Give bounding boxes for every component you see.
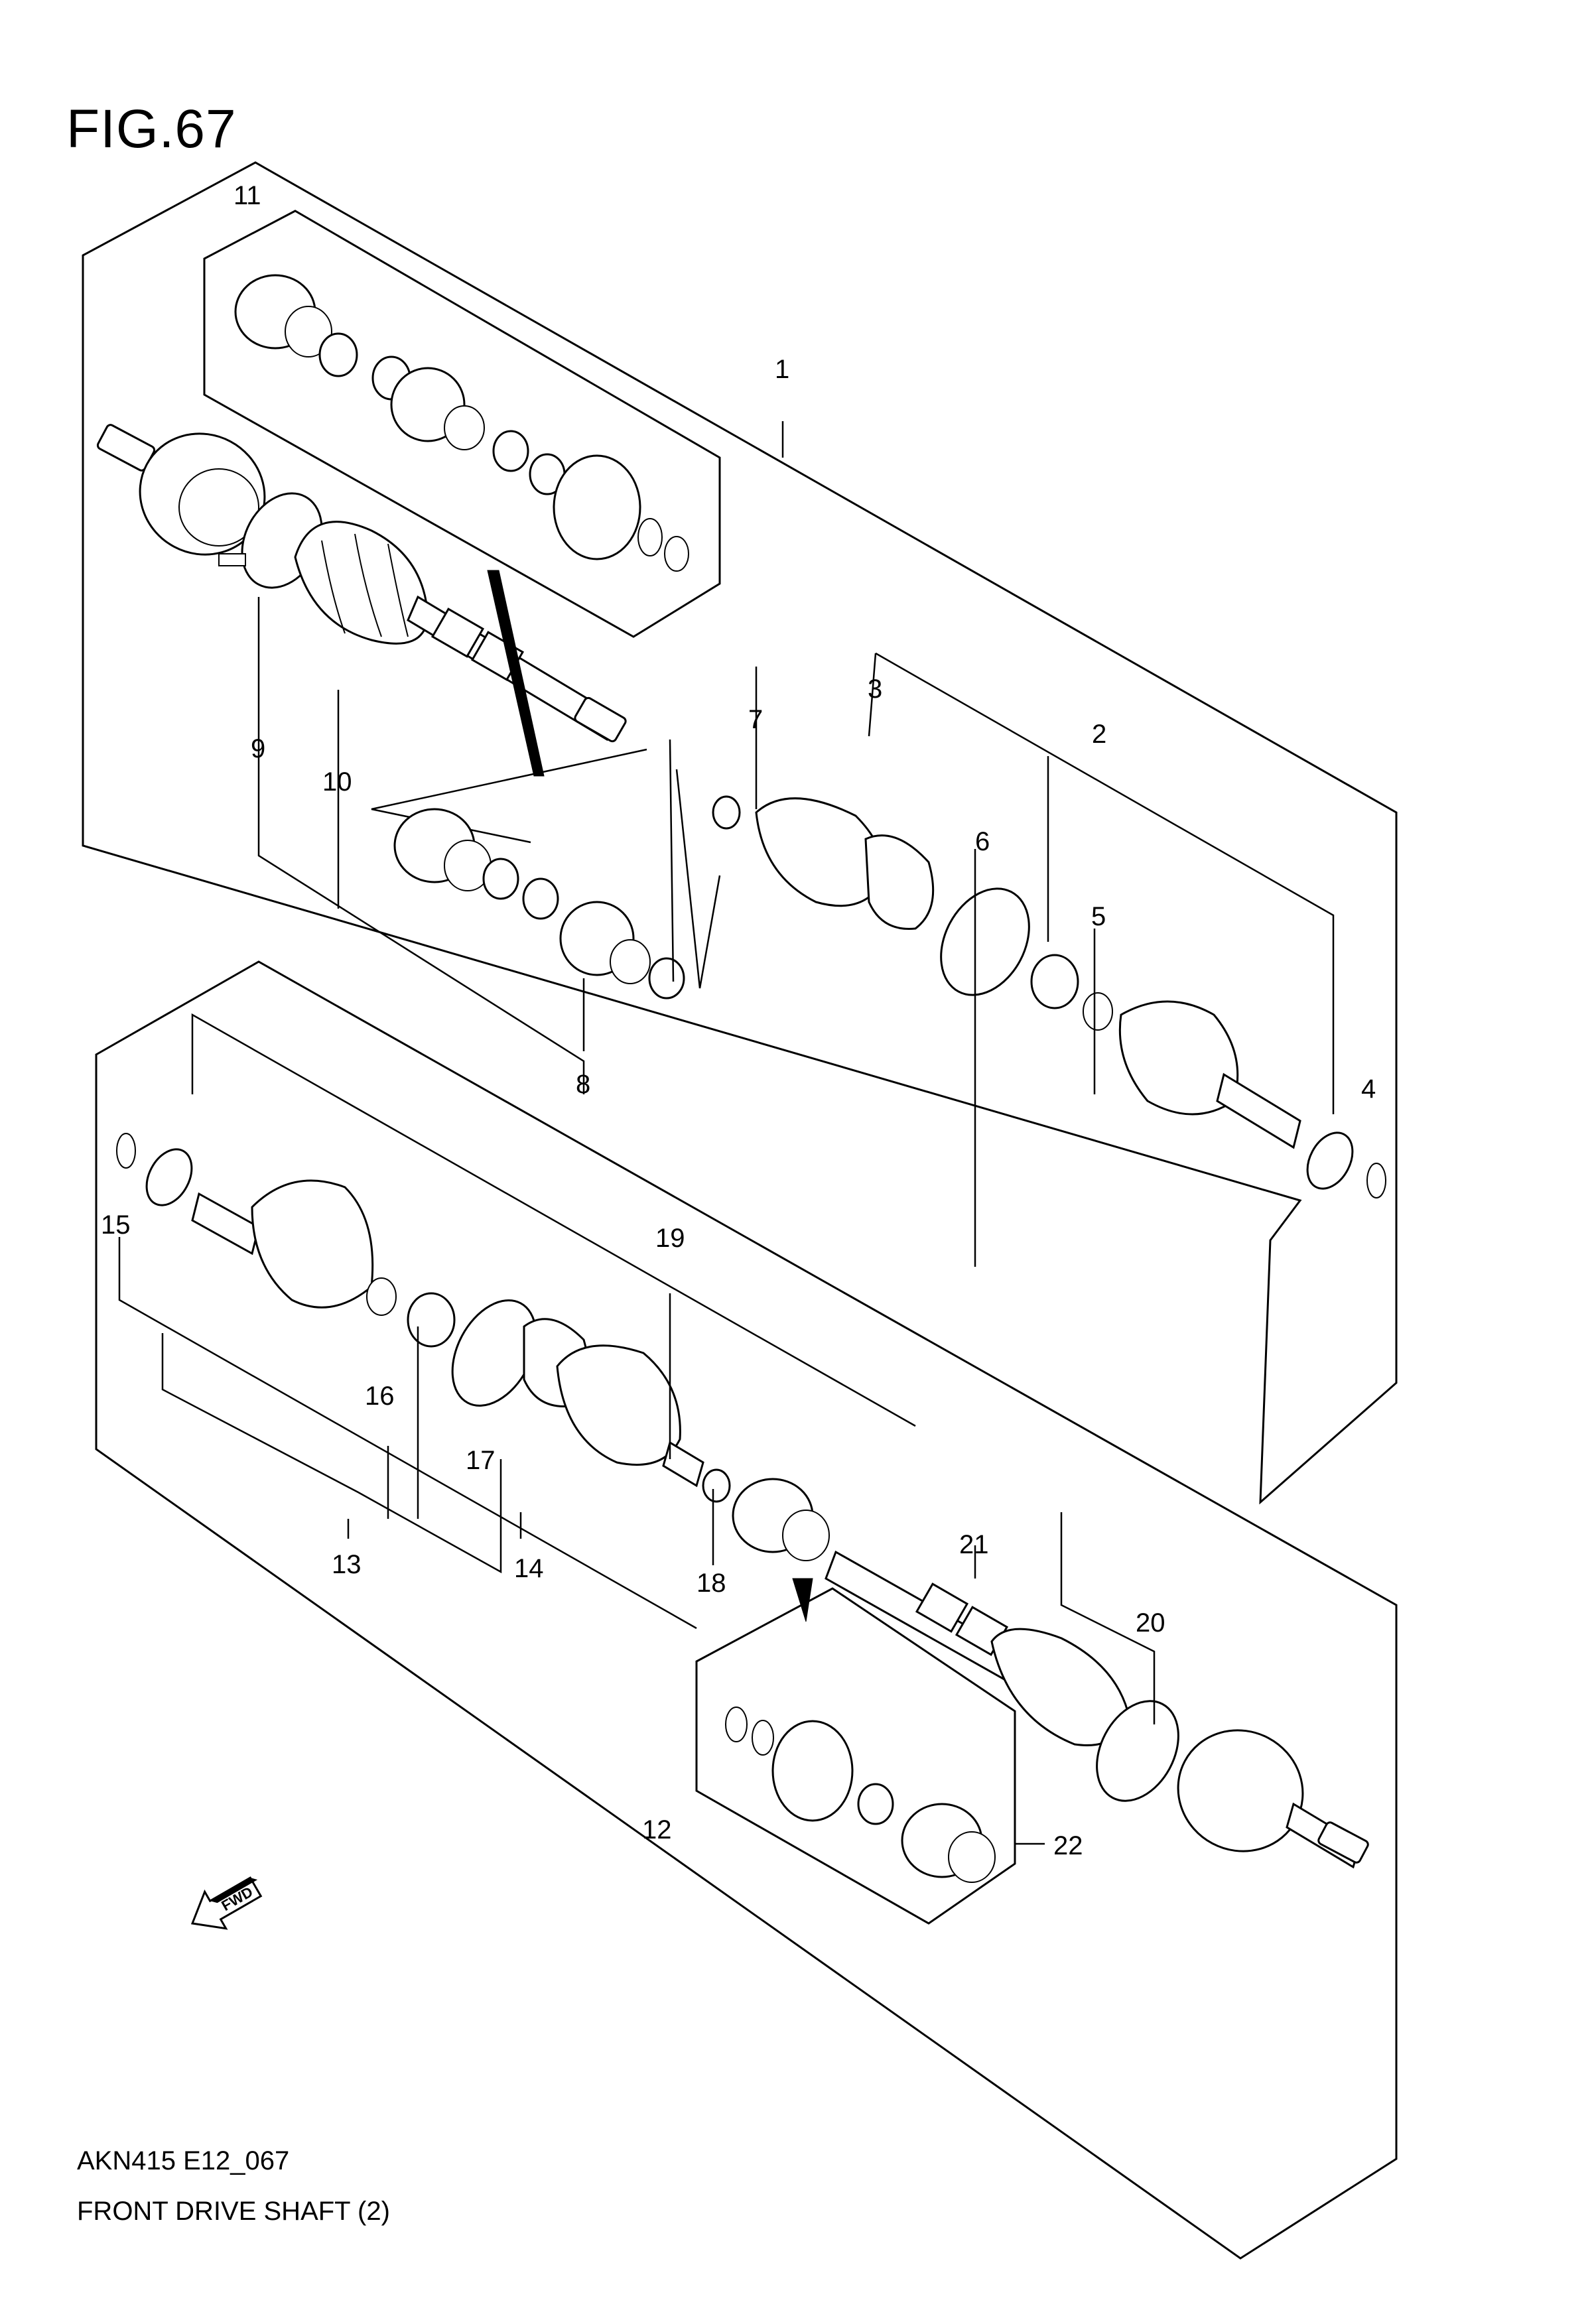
- callout-1: 1: [775, 355, 789, 384]
- assembly-frames: [82, 161, 1398, 2260]
- callout-20: 20: [1136, 1608, 1165, 1638]
- callout-9: 9: [251, 734, 265, 763]
- frame-kit-13: [191, 1013, 916, 1427]
- figure-code: AKN415 E12_067: [77, 2146, 290, 2175]
- upper-drive-shaft: [96, 424, 627, 777]
- fwd-arrow-icon: FWD: [190, 1876, 263, 1930]
- frame-assembly-12: [95, 960, 1398, 2260]
- callout-16: 16: [365, 1382, 395, 1411]
- callout-21: 21: [959, 1530, 989, 1559]
- kit-22-components: [725, 1707, 996, 1883]
- kit-10-components: [393, 808, 685, 1000]
- callout-22: 22: [1053, 1831, 1083, 1860]
- figure-title: FIG.67: [66, 99, 237, 159]
- frame-kit-10: [371, 748, 647, 844]
- upper-inner-joint-components: [712, 795, 1386, 1198]
- frame-kit-22: [695, 1587, 1016, 1925]
- figure-name: FRONT DRIVE SHAFT (2): [77, 2197, 390, 2226]
- callout-19: 19: [655, 1224, 685, 1253]
- frame-assembly-1: [82, 161, 1398, 1505]
- callout-labels: 1 2 3 4 5 6 7 8 9 10 11 12 13 14 15 16 1…: [101, 181, 1376, 1860]
- callout-4: 4: [1361, 1074, 1376, 1104]
- kit-11-components: [234, 274, 689, 572]
- callout-12: 12: [642, 1815, 672, 1844]
- callout-3: 3: [868, 675, 882, 704]
- callout-2: 2: [1092, 720, 1106, 749]
- callout-18: 18: [696, 1569, 726, 1598]
- lower-drive-shaft: [116, 1133, 1369, 1869]
- leader-lines: [118, 421, 1335, 1845]
- callout-11: 11: [233, 181, 261, 210]
- frame-kit-11: [203, 210, 721, 638]
- callout-14: 14: [514, 1554, 544, 1583]
- callout-8: 8: [576, 1070, 590, 1099]
- callout-17: 17: [466, 1446, 496, 1475]
- callout-5: 5: [1091, 902, 1106, 931]
- callout-7: 7: [748, 705, 763, 734]
- callout-6: 6: [975, 827, 990, 856]
- callout-13: 13: [332, 1550, 362, 1579]
- callout-10: 10: [322, 767, 352, 797]
- callout-15: 15: [101, 1210, 131, 1240]
- frame-kit-10-right: [675, 769, 721, 989]
